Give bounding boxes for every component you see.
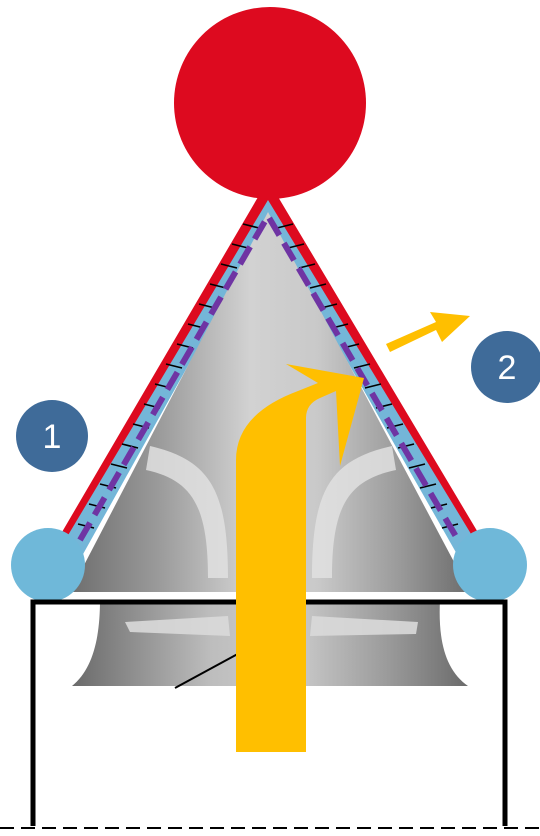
flow-arrow-out (386, 312, 470, 352)
top-ball (174, 7, 366, 199)
marker-1-badge: 1 (16, 400, 88, 472)
base-diagonal-line (174, 649, 246, 689)
inner-vane-left (146, 446, 228, 578)
blue-layer (58, 200, 482, 556)
dashed-line (77, 210, 461, 542)
marker-2-badge: 2 (471, 331, 540, 403)
edge-ball-left (11, 528, 85, 602)
base-vane-left (125, 616, 230, 636)
marker-1-label: 1 (43, 418, 62, 456)
marker-2-label: 2 (498, 349, 517, 387)
edge-ball-right (453, 528, 527, 602)
flow-arrow-main (236, 364, 364, 752)
cone-body (70, 212, 470, 592)
base-vane-right (310, 616, 418, 636)
inner-vane-right (312, 446, 396, 578)
